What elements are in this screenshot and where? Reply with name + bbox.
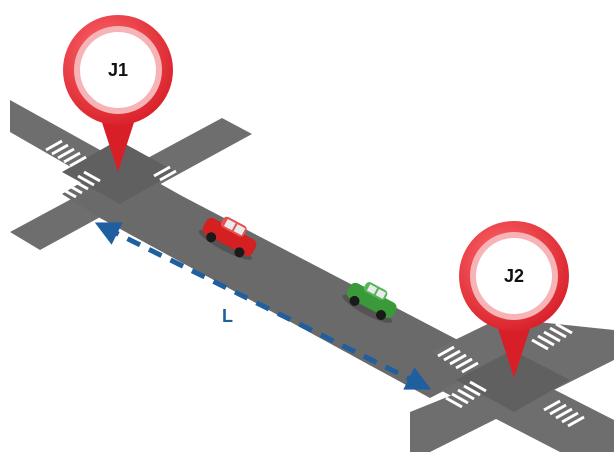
j2-crosswalk-nw [437, 345, 479, 374]
j1-crosswalk-ne [133, 110, 175, 139]
j1-crosswalk-se [153, 165, 195, 194]
j2-crosswalk-sw [445, 380, 487, 409]
pin-j1: J1 [63, 15, 173, 172]
j2-crosswalk-se [543, 399, 585, 428]
distance-arrow [94, 222, 432, 390]
j1-crosswalk-nw [45, 139, 87, 168]
pin-j2-label: J2 [504, 266, 524, 286]
distance-indicator: L [94, 222, 432, 390]
j2-intersection [456, 350, 570, 412]
crosswalks [45, 110, 585, 428]
pin-j1-label: J1 [108, 60, 128, 80]
pin-j2: J2 [459, 221, 569, 378]
distance-label: L [222, 306, 233, 326]
j1-intersection [62, 140, 176, 204]
j2-crosswalk-ne [531, 322, 573, 351]
j1-crosswalk-sw [59, 170, 101, 199]
